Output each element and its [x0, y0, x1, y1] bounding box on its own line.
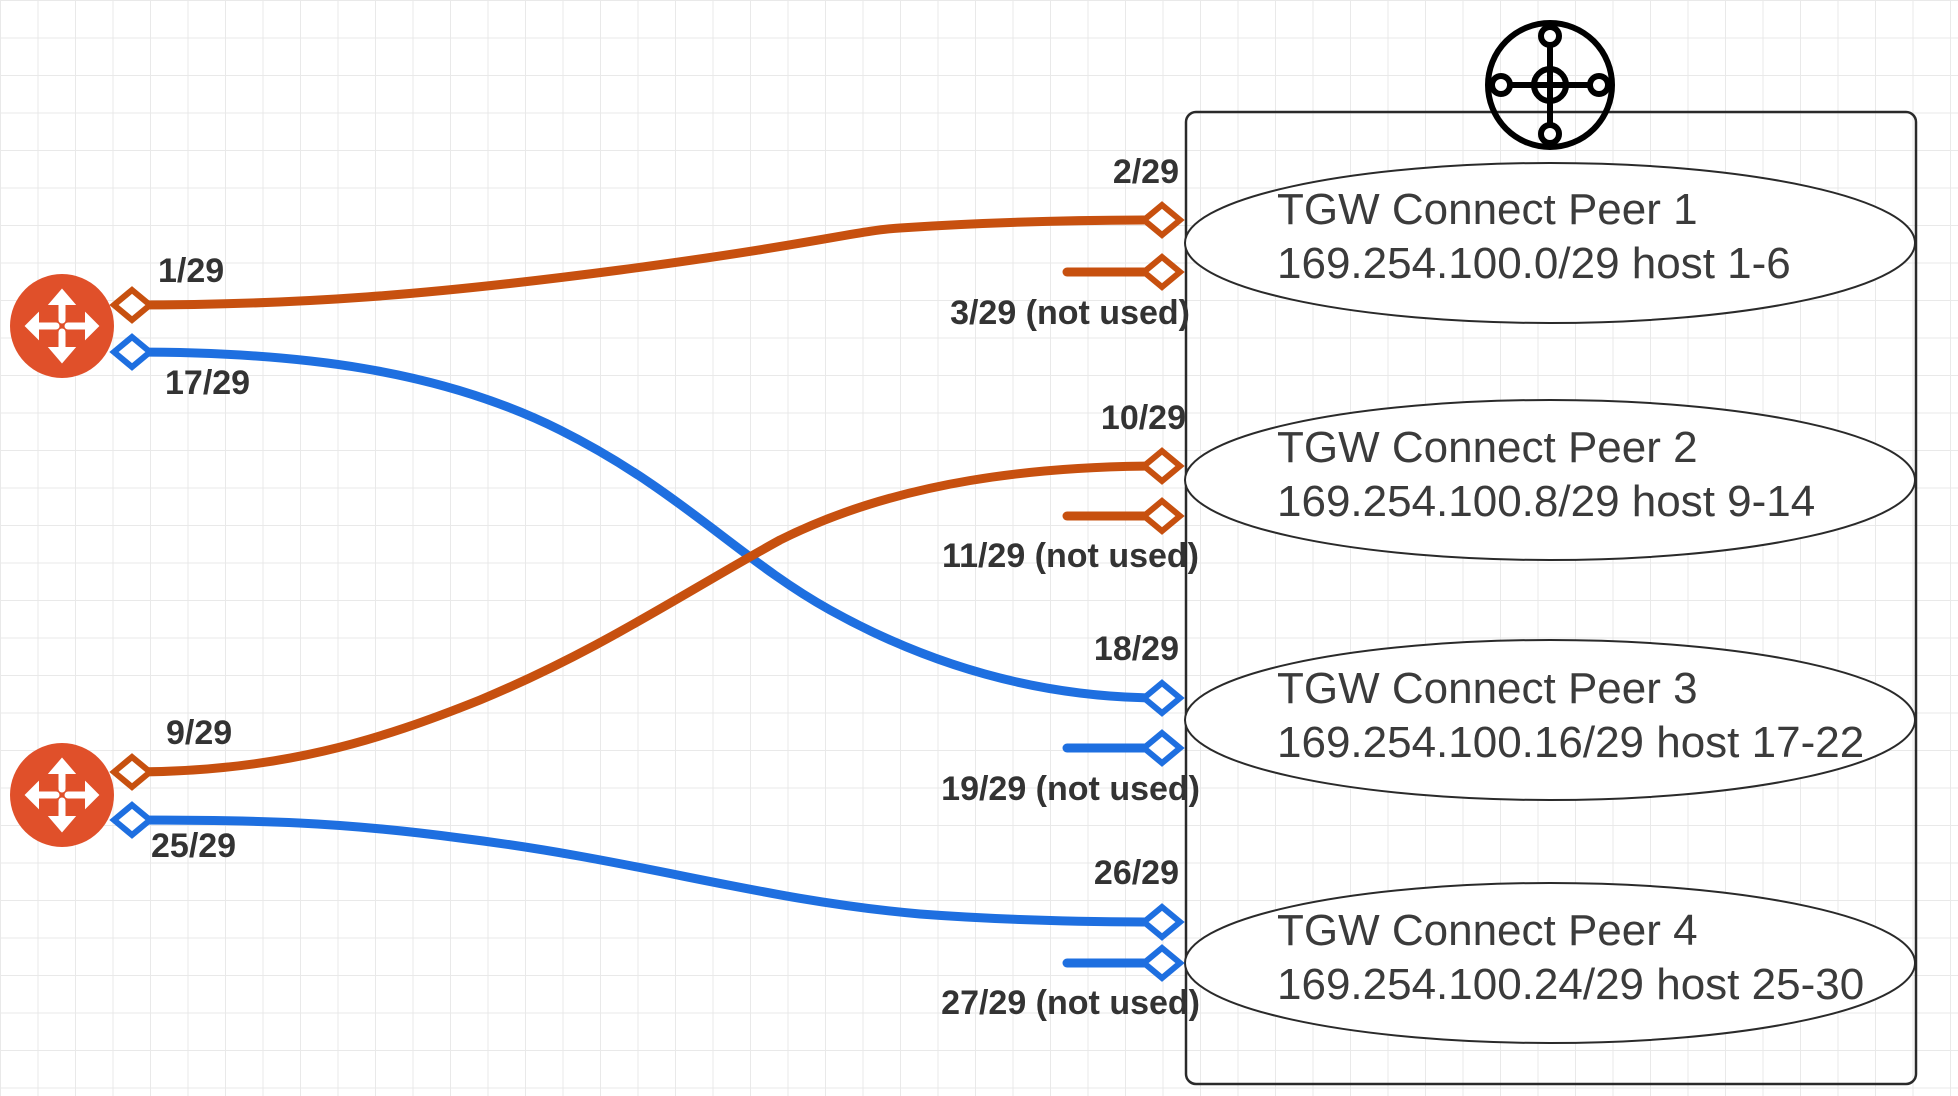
peer-name: TGW Connect Peer 4: [1277, 906, 1698, 955]
peer-3: TGW Connect Peer 3 169.254.100.16/29 hos…: [1184, 639, 1916, 801]
peer-name: TGW Connect Peer 1: [1277, 185, 1698, 234]
peer-name: TGW Connect Peer 3: [1277, 664, 1698, 713]
router-icon: [10, 274, 114, 378]
port-diamond-1: [109, 286, 155, 324]
port-label-18: 18/29: [1094, 630, 1179, 668]
port-diamond-17: [109, 333, 155, 371]
port-diamond-18: [1139, 679, 1185, 717]
port-diamond-26: [1139, 903, 1185, 941]
peer-name: TGW Connect Peer 2: [1277, 423, 1698, 472]
port-diamond-2: [1139, 201, 1185, 239]
peer-ellipse: [1184, 399, 1916, 561]
router-2[interactable]: [10, 743, 114, 847]
peer-subnet: 169.254.100.8/29 host 9-14: [1277, 477, 1815, 526]
port-diamond-27: [1139, 944, 1185, 982]
peer-ellipse: [1184, 639, 1916, 801]
wire-r2-peer2: [127, 461, 1167, 777]
wire-r2-peer4: [127, 815, 1167, 927]
port-diamond-25: [109, 801, 155, 839]
port-label-19: 19/29 (not used): [941, 770, 1200, 808]
port-label-17: 17/29: [165, 364, 250, 402]
peer-ellipse: [1184, 162, 1916, 324]
port-label-10: 10/29: [1101, 399, 1186, 437]
peer-subnet: 169.254.100.24/29 host 25-30: [1277, 960, 1864, 1009]
port-label-9: 9/29: [166, 714, 232, 752]
port-diamond-19: [1139, 729, 1185, 767]
port-label-1: 1/29: [158, 252, 224, 290]
port-label-2: 2/29: [1113, 153, 1179, 191]
port-label-25: 25/29: [151, 827, 236, 865]
peer-subnet: 169.254.100.0/29 host 1-6: [1277, 239, 1791, 288]
router-icon: [10, 743, 114, 847]
peer-4: TGW Connect Peer 4 169.254.100.24/29 hos…: [1184, 882, 1916, 1044]
port-label-27: 27/29 (not used): [941, 984, 1200, 1022]
port-label-3: 3/29 (not used): [950, 294, 1190, 332]
port-label-26: 26/29: [1094, 854, 1179, 892]
peer-1: TGW Connect Peer 1 169.254.100.0/29 host…: [1184, 162, 1916, 324]
wire-r1-peer3: [127, 347, 1167, 703]
transit-gateway-icon: [1485, 20, 1615, 150]
wire-r1-peer1: [127, 215, 1167, 310]
port-diamond-10: [1139, 447, 1185, 485]
port-diamond-11: [1139, 497, 1185, 535]
port-label-11: 11/29 (not used): [942, 537, 1199, 575]
port-diamond-3: [1139, 253, 1185, 291]
port-diamond-9: [109, 753, 155, 791]
peer-ellipse: [1184, 882, 1916, 1044]
peer-subnet: 169.254.100.16/29 host 17-22: [1277, 718, 1864, 767]
router-1[interactable]: [10, 274, 114, 378]
peer-2: TGW Connect Peer 2 169.254.100.8/29 host…: [1184, 399, 1916, 561]
